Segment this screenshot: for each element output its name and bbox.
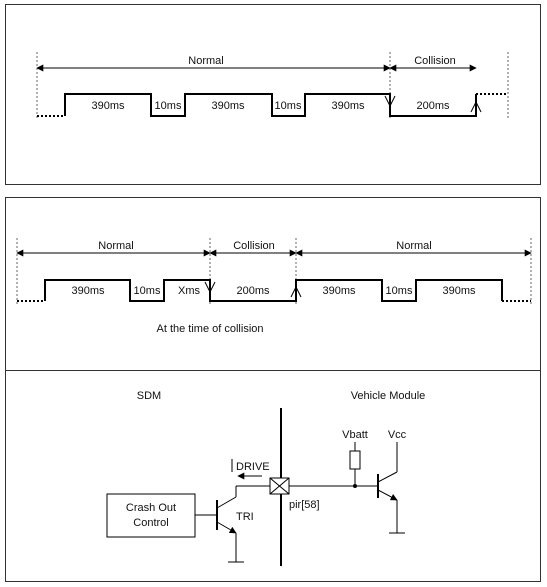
pin-label: pir[58]: [289, 499, 320, 511]
crash-out-line-2: Control: [133, 517, 168, 529]
p2-seg-5: 390ms: [322, 285, 356, 297]
panel-1-waveform: [37, 93, 508, 117]
vbatt-label: Vbatt: [342, 429, 368, 441]
panel-1-collision-label: Collision: [414, 55, 456, 67]
tri-transistor: [195, 485, 270, 563]
panel-2-guides: [16, 238, 532, 304]
crash-out-line-1: Crash Out: [126, 502, 176, 514]
panel-2-caption: At the time of collision: [157, 323, 264, 335]
panel-2-normal-label-1: Normal: [98, 240, 133, 252]
pin-connector-icon: [269, 477, 290, 495]
panel-2-collision-label: Collision: [233, 240, 275, 252]
sdm-label: SDM: [137, 390, 161, 402]
p1-seg-1: 390ms: [91, 100, 125, 112]
panel-2-waveform: [17, 279, 531, 302]
tri-label: TRI: [236, 511, 254, 523]
p2-seg-3: Xms: [178, 285, 201, 297]
p2-seg-6: 10ms: [386, 285, 413, 297]
panel-2-frame: [5, 197, 541, 371]
p1-seg-4: 10ms: [275, 100, 302, 112]
drive-indicator: [231, 459, 262, 480]
vehicle-module-label: Vehicle Module: [351, 390, 426, 402]
p1-seg-2: 10ms: [155, 100, 182, 112]
panel-1-frame: [5, 4, 541, 185]
p2-seg-2: 10ms: [134, 285, 161, 297]
crash-out-control-block: Crash Out Control: [106, 493, 196, 538]
vcc-label: Vcc: [388, 429, 407, 441]
p2-seg-1: 390ms: [71, 285, 105, 297]
p1-seg-6: 200ms: [416, 100, 450, 112]
panel-1-normal-label: Normal: [188, 55, 223, 67]
p2-seg-4: 200ms: [236, 285, 270, 297]
drive-label: DRIVE: [236, 461, 270, 473]
p2-seg-7: 390ms: [442, 285, 476, 297]
receiver-transistor: [377, 442, 405, 534]
panel-1-guides: [36, 52, 509, 118]
vbatt-pullup: [349, 442, 361, 488]
p1-seg-3: 390ms: [211, 100, 245, 112]
panel-2-normal-label-2: Normal: [396, 240, 431, 252]
p1-seg-5: 390ms: [331, 100, 365, 112]
panel-3-frame: [5, 370, 541, 582]
